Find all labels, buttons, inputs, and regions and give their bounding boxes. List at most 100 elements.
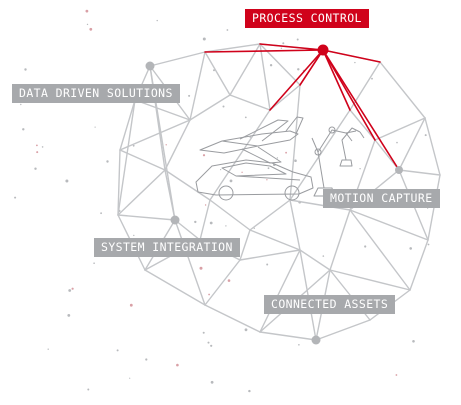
nav-process-control[interactable]: PROCESS CONTROL xyxy=(245,9,369,28)
particle-dot xyxy=(94,126,96,128)
highlight-lines xyxy=(204,43,400,171)
node-right xyxy=(395,166,403,174)
particle-dot xyxy=(202,154,206,157)
mesh-line xyxy=(289,109,351,201)
mesh-line xyxy=(209,109,271,201)
connection-nodes xyxy=(145,44,403,345)
mesh-line xyxy=(249,229,301,251)
mesh-line xyxy=(174,219,206,306)
particle-dot xyxy=(225,225,227,227)
particle-dot xyxy=(395,374,398,376)
mesh-line xyxy=(189,51,206,121)
particle-dot xyxy=(202,37,206,41)
particle-dot xyxy=(14,196,17,199)
mesh-line xyxy=(409,239,429,291)
node-left xyxy=(170,215,180,225)
particle-dot xyxy=(244,116,247,119)
particle-dot xyxy=(188,94,191,97)
mesh-line xyxy=(229,94,271,111)
mesh-line xyxy=(349,209,411,291)
mesh-line xyxy=(209,199,251,231)
nav-system-integration[interactable]: SYSTEM INTEGRATION xyxy=(94,238,240,257)
mesh-line xyxy=(174,219,201,241)
particle-dot xyxy=(210,344,213,347)
particle-dot xyxy=(253,227,255,229)
particle-dot xyxy=(71,287,74,290)
particle-dot xyxy=(409,247,413,250)
nav-motion-capture[interactable]: MOTION CAPTURE xyxy=(323,189,440,208)
mesh-line xyxy=(134,99,191,121)
mesh-line xyxy=(329,269,411,291)
particle-dot xyxy=(412,340,415,343)
mesh-line xyxy=(204,304,261,333)
particle-dot xyxy=(165,144,167,146)
particle-dot xyxy=(208,293,211,296)
highlight-line xyxy=(322,49,381,63)
mesh-line xyxy=(164,169,211,201)
mesh-line xyxy=(189,94,231,121)
robot-arm-icon xyxy=(339,127,365,167)
particle-dot xyxy=(294,159,297,162)
particle-dot xyxy=(427,243,430,246)
mesh-line xyxy=(144,269,206,306)
particle-dot xyxy=(396,141,398,144)
particle-dot xyxy=(229,179,233,183)
mesh-line xyxy=(164,119,191,171)
particle-dot xyxy=(20,103,22,106)
particle-dot xyxy=(176,363,179,367)
particle-dot xyxy=(222,105,225,108)
particle-dot xyxy=(244,328,248,332)
mesh-line xyxy=(424,117,441,176)
particle-dot xyxy=(36,144,38,147)
particle-dot xyxy=(249,136,251,138)
mesh-line xyxy=(204,51,231,96)
mesh-line xyxy=(117,169,166,216)
particle-dot xyxy=(194,220,197,224)
mesh-line xyxy=(149,51,206,67)
particle-dot xyxy=(364,245,367,248)
center-illustration xyxy=(195,116,365,201)
particle-dot xyxy=(226,29,229,31)
particle-dot xyxy=(65,179,69,183)
node-top xyxy=(145,61,155,71)
particle-dot xyxy=(210,380,214,384)
mesh-line xyxy=(289,199,351,211)
mesh-line xyxy=(349,61,381,111)
particle-dot xyxy=(266,179,268,181)
mesh-line xyxy=(149,65,166,171)
nav-connected-assets[interactable]: CONNECTED ASSETS xyxy=(264,295,396,314)
mesh-line xyxy=(398,169,441,176)
particle-dot xyxy=(282,42,285,45)
particle-dot xyxy=(68,289,72,292)
particle-dot xyxy=(67,314,71,317)
particle-dot xyxy=(297,68,300,71)
mesh-line xyxy=(119,119,191,151)
mesh-line xyxy=(117,99,136,216)
mesh-line xyxy=(269,84,301,111)
particle-dot xyxy=(424,134,427,137)
particle-dot xyxy=(209,221,213,225)
particle-dot xyxy=(41,146,44,148)
mesh-line xyxy=(199,199,211,241)
mesh-line xyxy=(204,43,261,53)
particle-dot xyxy=(202,331,205,334)
particle-dot xyxy=(87,388,90,391)
particle-dot xyxy=(248,389,251,393)
airplane-icon xyxy=(199,116,304,164)
particle-dot xyxy=(280,47,283,49)
mesh-line xyxy=(204,259,241,306)
mesh-line xyxy=(315,319,371,341)
particle-dot xyxy=(106,160,109,163)
particle-dot xyxy=(267,167,270,170)
particle-dot xyxy=(156,19,158,22)
mesh-line xyxy=(239,249,301,261)
particle-dot xyxy=(296,38,299,41)
robot-arm-icon xyxy=(311,126,357,197)
particle-dot xyxy=(322,255,325,257)
particle-dot xyxy=(266,263,269,266)
mesh-line xyxy=(117,149,121,216)
highlight-line xyxy=(322,49,400,171)
particle-dot xyxy=(100,212,102,215)
nav-data-driven-solutions[interactable]: DATA DRIVEN SOLUTIONS xyxy=(12,84,180,103)
